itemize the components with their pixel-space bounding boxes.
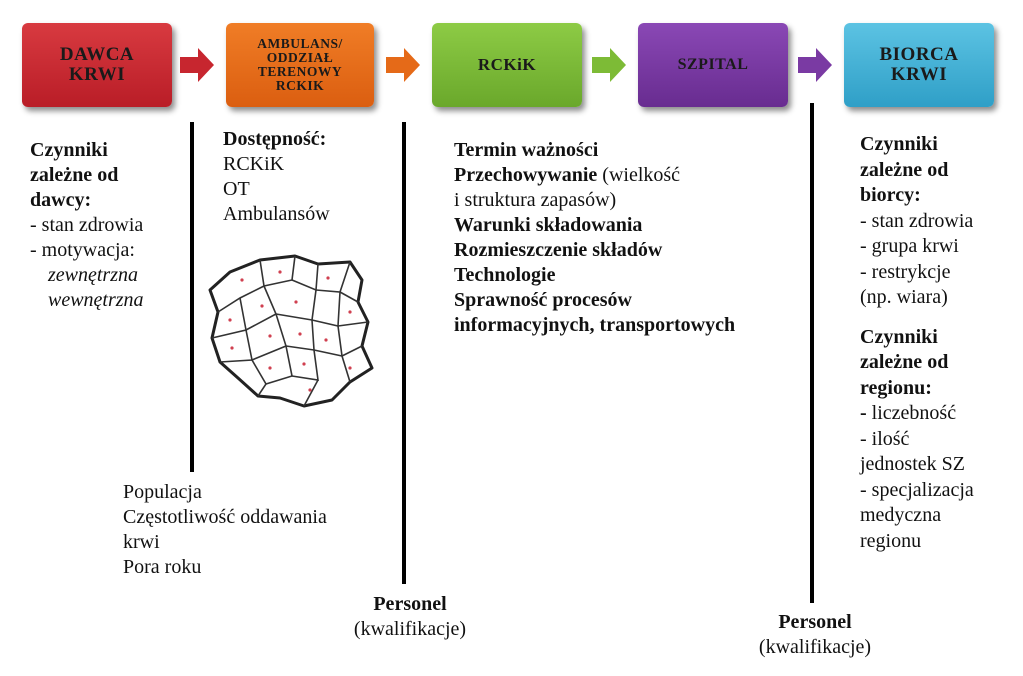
personnel-block-1: Personel (kwalifikacje) xyxy=(340,592,480,642)
rckik-item: Rozmieszczenie składów xyxy=(454,239,663,261)
population-item: Częstotliwość oddawania xyxy=(123,506,327,528)
rckik-item: Sprawność procesów xyxy=(454,289,632,311)
box-biorca-krwi: BIORCA KRWI xyxy=(844,23,994,107)
region-item: jednostek SZ xyxy=(860,453,965,475)
recipient-item: - stan zdrowia xyxy=(860,209,974,232)
recipient-item: (np. wiara) xyxy=(860,286,948,308)
personnel-sub: (kwalifikacje) xyxy=(353,618,467,640)
population-block: Populacja Częstotliwość oddawania krwi P… xyxy=(123,480,327,580)
rckik-item: Przechowywanie xyxy=(454,164,598,186)
region-heading: regionu: xyxy=(860,376,932,399)
region-item-dash: - xyxy=(860,402,867,424)
rckik-item-note: (wielkość xyxy=(597,164,681,186)
arrow-right-icon xyxy=(180,48,214,82)
recipient-item: - grupa krwi xyxy=(860,235,959,257)
recipient-heading: biorcy: xyxy=(860,184,921,206)
rckik-item: informacyjnych, transportowych xyxy=(454,314,736,336)
box-rckik: RCKiK xyxy=(432,23,582,107)
personnel-sub: (kwalifikacje) xyxy=(758,636,872,658)
box-dawca-krwi: DAWCA KRWI xyxy=(22,23,172,107)
box-label: AMBULANS/ xyxy=(257,35,343,51)
region-heading: Czynniki xyxy=(860,325,938,348)
box-label: BIORCA xyxy=(879,44,959,66)
donor-motivation: wewnętrzna xyxy=(48,289,144,311)
donor-item: - stan zdrowia xyxy=(30,214,144,236)
arrow-right-icon xyxy=(592,48,626,82)
rckik-item: Warunki składowania xyxy=(454,214,643,236)
box-szpital: SZPITAL xyxy=(638,23,788,107)
population-item: Populacja xyxy=(123,481,202,503)
rckik-item: Termin ważności xyxy=(454,139,599,161)
divider-line xyxy=(190,122,194,472)
recipient-heading: zależne od xyxy=(860,158,949,181)
access-item: OT xyxy=(223,178,250,200)
access-item: Ambulansów xyxy=(223,203,330,225)
region-item: liczebność xyxy=(866,402,957,424)
rckik-item: Technologie xyxy=(454,264,556,286)
access-item: RCKiK xyxy=(223,153,285,175)
arrow-right-icon xyxy=(798,48,832,82)
divider-line xyxy=(402,122,406,584)
region-heading: zależne od xyxy=(860,351,949,373)
box-label: TERENOWY xyxy=(257,64,343,79)
donor-item: - motywacja: xyxy=(30,239,135,261)
personnel-title: Personel xyxy=(778,611,852,633)
population-item: krwi xyxy=(123,531,160,553)
region-item: regionu xyxy=(860,529,922,552)
region-item: - ilość xyxy=(860,427,910,450)
donor-heading: dawcy: xyxy=(30,189,92,211)
box-label: SZPITAL xyxy=(677,55,749,73)
box-label: ODDZIAŁ xyxy=(266,49,334,65)
donor-heading: zależne od xyxy=(30,164,119,186)
personnel-block-2: Personel (kwalifikacje) xyxy=(745,610,885,660)
population-item: Pora roku xyxy=(123,556,202,578)
region-item: - specjalizacja xyxy=(860,478,974,501)
donor-heading: Czynniki xyxy=(30,139,108,161)
box-label: DAWCA xyxy=(59,44,135,66)
box-label: KRWI xyxy=(890,64,948,85)
arrow-right-icon xyxy=(386,48,420,82)
poland-map-icon xyxy=(208,254,374,408)
access-block: Dostępność: RCKiK OT Ambulansów xyxy=(223,127,330,227)
recipient-heading: Czynniki xyxy=(860,133,938,155)
donor-factors: Czynniki zależne od dawcy: - stan zdrowi… xyxy=(30,138,144,313)
box-label: RCKIK xyxy=(275,78,325,94)
access-heading: Dostępność: xyxy=(223,128,327,150)
box-ambulans-oddzial: AMBULANS/ ODDZIAŁ TERENOWY RCKIK xyxy=(226,23,374,107)
rckik-factors: Termin ważności Przechowywanie (wielkość… xyxy=(454,138,735,338)
divider-line xyxy=(810,103,814,603)
donor-motivation: zewnętrzna xyxy=(48,264,138,286)
rckik-item-note: i struktura zapasów) xyxy=(454,189,617,211)
box-label: RCKiK xyxy=(477,55,537,75)
personnel-title: Personel xyxy=(373,593,447,615)
recipient-item: - restrykcje xyxy=(860,260,951,283)
recipient-factors: Czynniki zależne od biorcy: - stan zdrow… xyxy=(860,132,974,554)
box-label: KRWI xyxy=(68,64,126,85)
region-item: medyczna xyxy=(860,504,942,526)
